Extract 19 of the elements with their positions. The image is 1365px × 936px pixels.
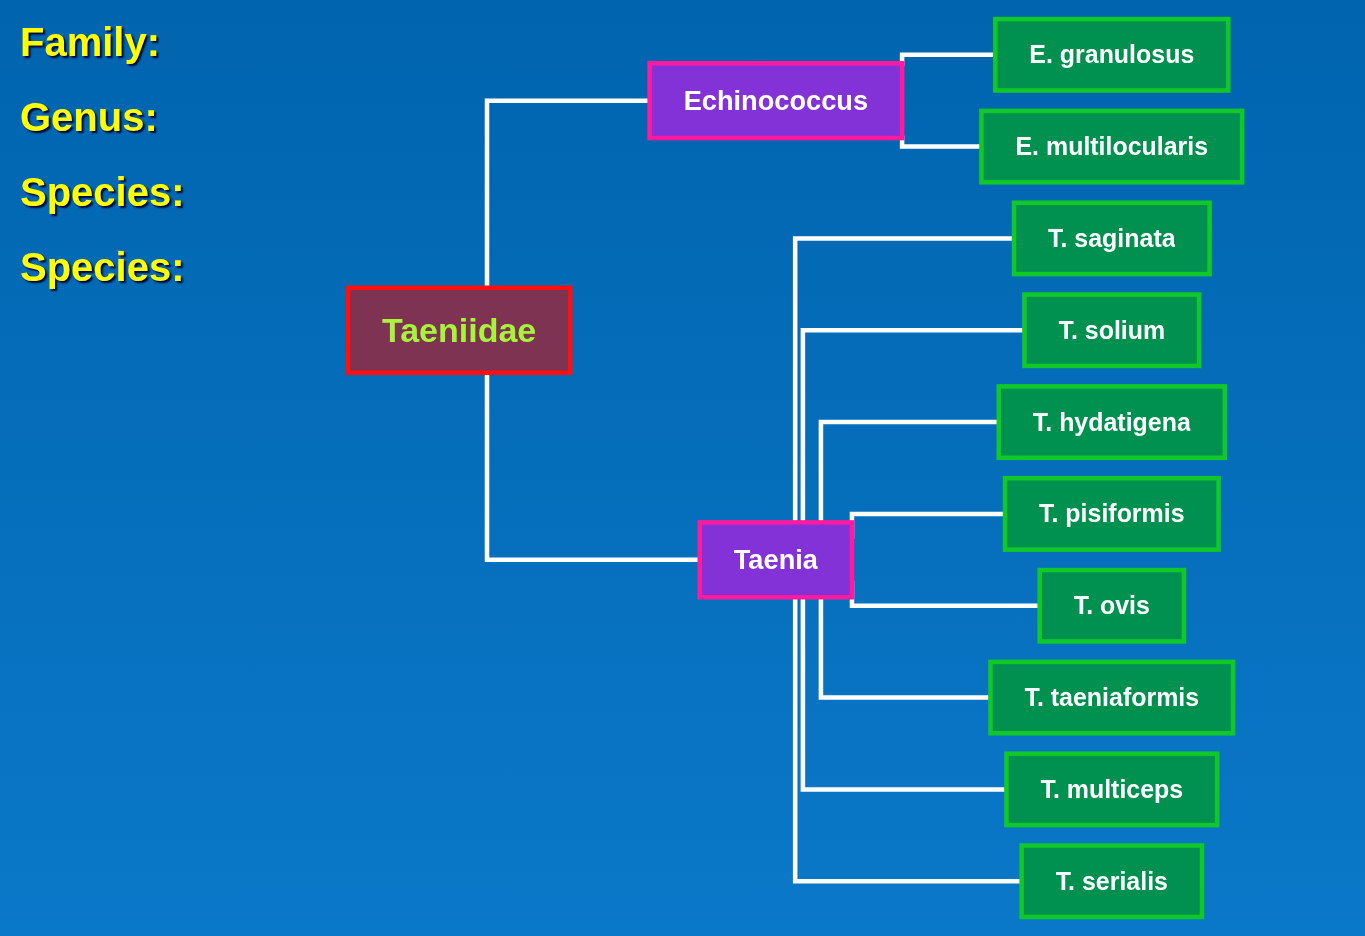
node-box: E. multilocularis bbox=[979, 108, 1245, 185]
level-label: Species: bbox=[20, 170, 186, 215]
connector bbox=[818, 419, 999, 523]
node-box: E. granulosus bbox=[993, 16, 1231, 93]
node-box: Taeniidae bbox=[345, 285, 573, 376]
node-box: T. ovis bbox=[1037, 567, 1187, 644]
node-box: T. saginata bbox=[1011, 200, 1212, 277]
level-label: Genus: bbox=[20, 95, 159, 140]
node-box: Taenia bbox=[697, 520, 855, 600]
node-box: T. pisiformis bbox=[1002, 475, 1221, 552]
node-box: T. multiceps bbox=[1004, 751, 1220, 828]
level-label: Family: bbox=[20, 20, 162, 65]
node-box: T. solium bbox=[1022, 292, 1202, 369]
node-box: T. hydatigena bbox=[996, 384, 1228, 461]
level-label: Species: bbox=[20, 245, 186, 290]
connector bbox=[818, 597, 991, 700]
node-box: T. taeniaformis bbox=[988, 659, 1236, 736]
node-box: Echinococcus bbox=[647, 61, 905, 141]
node-box: T. serialis bbox=[1019, 843, 1205, 920]
